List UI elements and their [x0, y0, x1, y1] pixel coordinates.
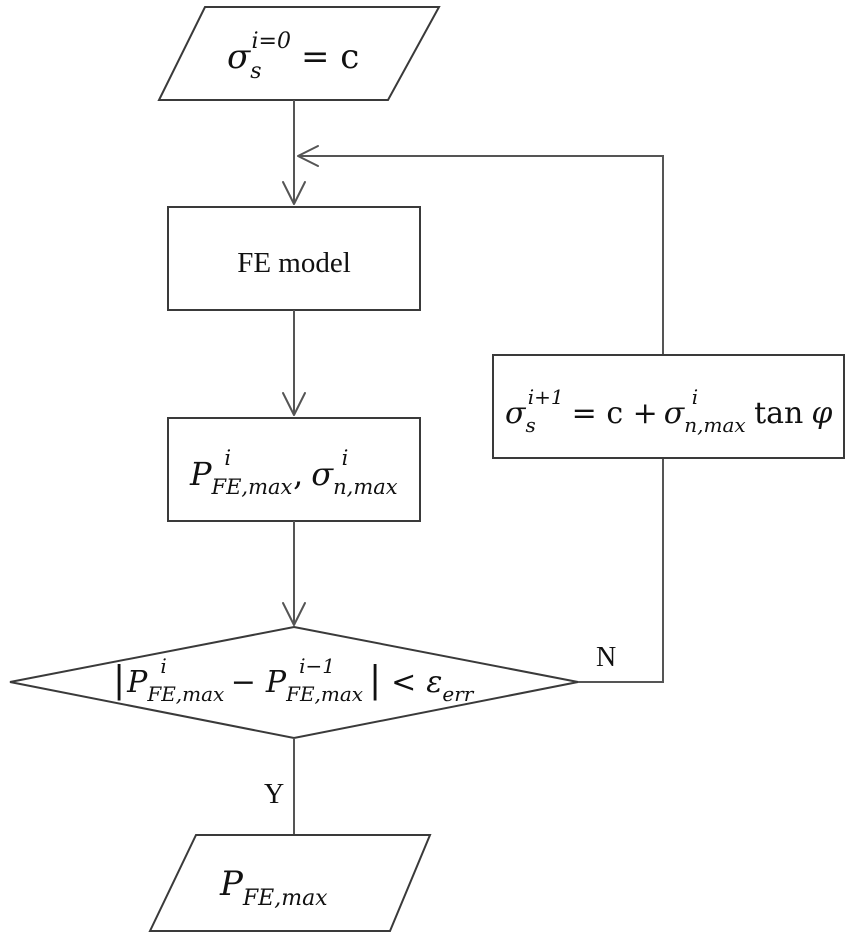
yes-label: Y: [264, 779, 284, 810]
arrowhead-icon: [282, 181, 306, 205]
fe-model-label: FE model: [237, 247, 351, 279]
arrowhead-icon: [282, 602, 306, 626]
start-parallelogram: [157, 6, 441, 101]
fe-output-formula: PFE,maxi,σn,maxi: [189, 446, 398, 499]
edge-loop-back: [298, 155, 664, 355]
end-formula: PFE,max: [219, 864, 328, 911]
decision-formula: |PFE,maxi−PFE,maxi−1|<εerr: [113, 654, 475, 706]
no-label: N: [596, 642, 616, 673]
start-formula: σsi=0= c: [227, 29, 359, 84]
fe-output-box: [167, 417, 421, 522]
update-box: [492, 354, 845, 459]
end-parallelogram: [148, 834, 432, 932]
arrowhead-icon: [282, 392, 306, 416]
arrowhead-icon: [297, 145, 319, 167]
edge-no-branch: [578, 458, 664, 683]
